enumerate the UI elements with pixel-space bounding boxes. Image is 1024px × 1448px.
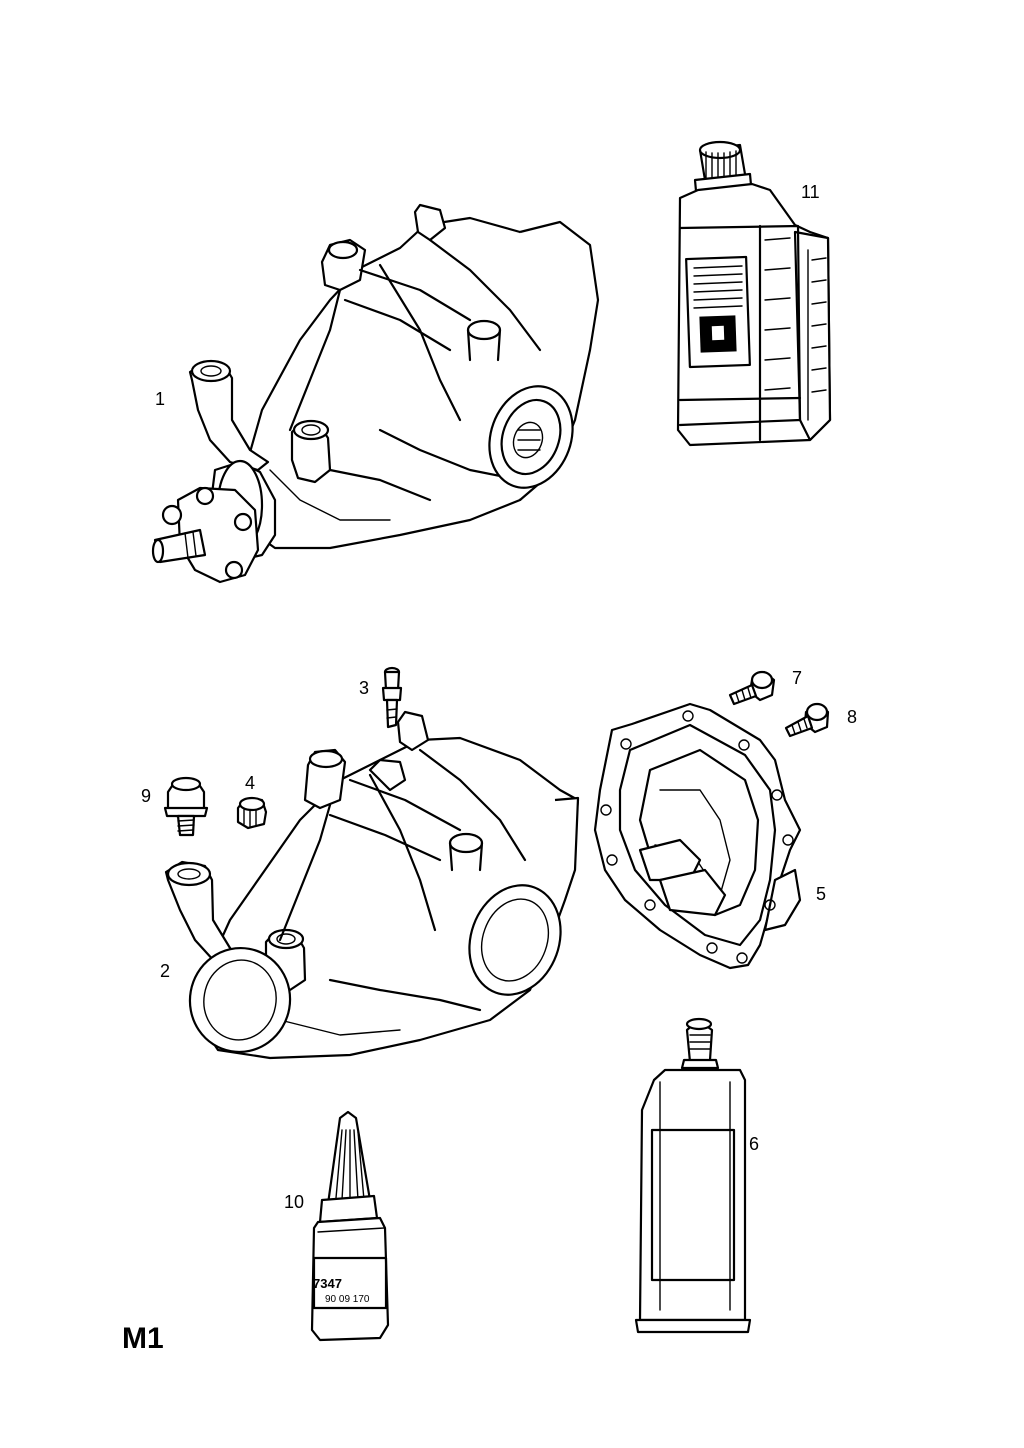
part-2-housing xyxy=(164,710,580,1060)
part-9-bolt xyxy=(163,776,209,837)
part-11-oil-bottle xyxy=(676,140,832,447)
part-4-plug xyxy=(236,796,268,830)
callout-2: 2 xyxy=(160,961,171,981)
part-1-differential-assembly xyxy=(151,203,600,584)
callout-8: 8 xyxy=(847,707,858,727)
callout-10: 10 xyxy=(284,1192,305,1212)
callout-3: 3 xyxy=(359,678,370,698)
bottle-label-partno: 90 09 170 xyxy=(325,1294,370,1305)
callout-11: 11 xyxy=(801,182,820,202)
callout-9: 9 xyxy=(141,786,152,806)
part-5-rear-cover xyxy=(593,702,802,970)
part-10-adhesive-bottle xyxy=(310,1110,390,1342)
sheet-code: M1 xyxy=(122,1322,164,1355)
part-6-sealant-tube xyxy=(634,1017,752,1334)
callout-1: 1 xyxy=(155,389,166,409)
callout-6: 6 xyxy=(749,1134,760,1154)
callout-4: 4 xyxy=(245,773,256,793)
callout-7: 7 xyxy=(792,668,803,688)
callout-5: 5 xyxy=(816,884,827,904)
bottle-label-code: 7347 xyxy=(313,1276,342,1291)
part-7-screw xyxy=(728,670,776,706)
part-3-breather xyxy=(381,666,403,729)
part-8-screw xyxy=(784,702,830,738)
